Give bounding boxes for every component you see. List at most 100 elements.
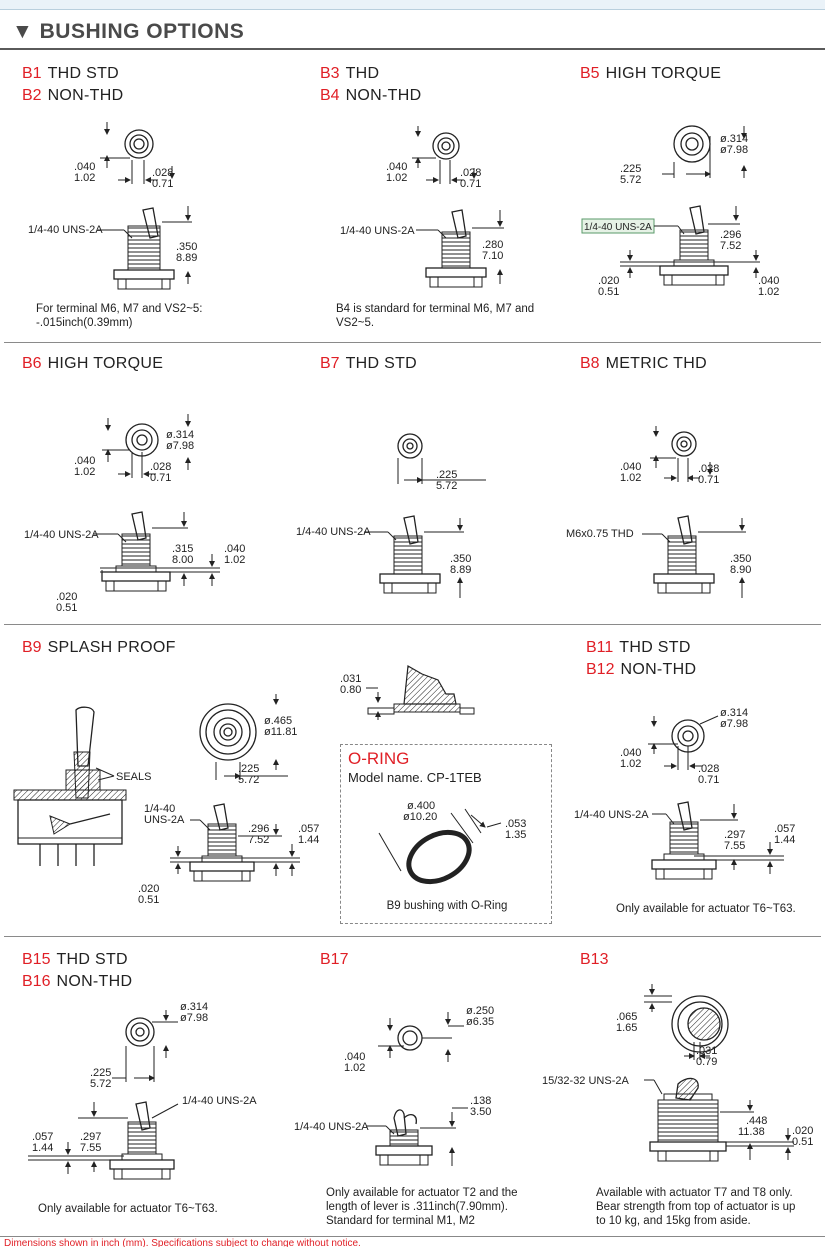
top-view-drawing: .040 1.02 .028 0.71: [74, 122, 175, 190]
option-code: B5: [580, 65, 600, 82]
dim-label: 0.71: [460, 178, 481, 190]
section-divider: [4, 624, 821, 625]
side-view-drawing: 1/4-40 UNS-2A .138 3.50: [294, 1095, 491, 1166]
dim-label: 5.72: [90, 1078, 111, 1090]
dim-label: 1.44: [32, 1142, 53, 1154]
o-ring-caption: B9 bushing with O-Ring: [386, 900, 508, 912]
dim-label: .225: [436, 469, 457, 481]
dim-label: .225: [90, 1067, 111, 1079]
dim-label: .225: [620, 163, 641, 175]
dim-label: .057: [774, 823, 795, 835]
dim-label: 0.51: [792, 1136, 813, 1148]
dim-label: .350: [450, 553, 471, 565]
top-view-drawing: ø.465 ø11.81 .225 5.72: [199, 694, 297, 786]
splash-proof-cutaway-drawing: SEALS: [13, 706, 151, 866]
dim-label: 1.02: [620, 472, 641, 484]
dim-label: .057: [32, 1131, 53, 1143]
dim-label: 0.71: [150, 472, 171, 484]
dim-label: .296: [248, 823, 269, 835]
option-name: HIGH TORQUE: [605, 65, 722, 82]
dim-label: ø10.20: [403, 811, 437, 823]
dim-label: 0.71: [152, 178, 173, 190]
top-view-drawing: ø.314 ø7.98 .040 1.02 .028 0.71: [74, 414, 194, 484]
side-view-drawing: 1/4-40 UNS-2A .350 8.89: [28, 206, 197, 290]
page-title: ▼ BUSHING OPTIONS: [12, 20, 245, 43]
dim-label: .040: [224, 543, 245, 555]
option-note: For terminal M6, M7 and VS2~5: -.015inch…: [36, 303, 203, 329]
o-ring-title: O-RING: [348, 749, 410, 768]
dim-label: 8.00: [172, 554, 193, 566]
option-name: NON-THD: [620, 661, 697, 678]
o-ring-panel: O-RING Model name. CP-1TEB ø.400 ø10.20 …: [340, 744, 552, 924]
dim-label: .138: [470, 1095, 491, 1107]
dim-label: ø7.98: [720, 718, 748, 730]
option-code: B7: [320, 355, 340, 372]
thread-label: 1/4-40 UNS-2A: [294, 1121, 369, 1133]
note-line: to 10 kg, and 15kg from aside.: [596, 1215, 751, 1227]
top-view-drawing: .065 1.65 .031 0.79: [616, 984, 729, 1068]
side-view-drawing: 1/4-40 UNS-2A .297 7.55 .057 1.44: [574, 801, 795, 880]
dim-label: ø.250: [466, 1005, 494, 1017]
dim-label: 0.71: [698, 474, 719, 486]
option-note: Only available for actuator T6~T63.: [616, 903, 796, 915]
dim-label: 11.38: [738, 1126, 765, 1138]
thread-label: 1/4-40: [144, 803, 175, 815]
dim-label: 7.52: [720, 240, 741, 252]
dim-label: 1.02: [620, 758, 641, 770]
top-strip: [0, 0, 825, 10]
dim-label: ø7.98: [166, 440, 194, 452]
dim-label: .020: [792, 1125, 813, 1137]
option-code: B17: [320, 951, 349, 968]
top-view-drawing: ø.314 ø7.98 .225 5.72: [620, 125, 748, 186]
side-view-drawing: 1/4-40 UNS-2A .350 8.89: [296, 515, 471, 598]
side-view-drawing: 1/4-40 UNS-2A .296 7.52 .057 1.44 .020 0…: [138, 803, 319, 906]
option-name: NON-THD: [345, 87, 422, 104]
section-header: ▼ BUSHING OPTIONS: [0, 10, 825, 50]
option-title: B5 HIGH TORQUE: [580, 62, 721, 85]
side-view-drawing: 1/4-40 UNS-2A .315 8.00 .040 1.02 .020 0…: [24, 511, 245, 614]
dim-label: .028: [460, 167, 481, 179]
dim-label: .040: [74, 161, 95, 173]
option-note: Only available for actuator T2 and the l…: [326, 1186, 566, 1228]
option-code: B8: [580, 355, 600, 372]
dim-label: 0.80: [340, 684, 361, 696]
dim-label: 1.65: [616, 1022, 637, 1034]
dim-label: .053: [505, 818, 526, 830]
option-name: NON-THD: [56, 973, 133, 990]
thread-label: 1/4-40 UNS-2A: [584, 222, 652, 233]
dim-label: 5.72: [238, 774, 259, 786]
thread-label: 15/32-32 UNS-2A: [542, 1075, 629, 1087]
footer: Dimensions shown in inch (mm). Specifica…: [0, 1236, 825, 1247]
dim-label: ø.314: [720, 707, 748, 719]
dim-label: .280: [482, 239, 503, 251]
dim-label: 8.89: [176, 252, 197, 264]
dim-label: 1.02: [344, 1062, 365, 1074]
dim-label: 3.50: [470, 1106, 491, 1118]
option-title: B17: [320, 948, 354, 971]
dim-label: .065: [616, 1011, 637, 1023]
dim-label: .031: [340, 673, 361, 685]
dim-label: 0.79: [696, 1056, 717, 1068]
dim-label: ø7.98: [720, 144, 748, 156]
top-view-drawing: .040 1.02 .028 0.71: [386, 126, 481, 190]
dim-label: 7.52: [248, 834, 269, 846]
option-name: SPLASH PROOF: [47, 639, 176, 656]
dim-label: .225: [238, 763, 259, 775]
o-ring-model: Model name. CP-1TEB: [348, 770, 482, 785]
dim-label: .020: [138, 883, 159, 895]
dim-label: 1.44: [298, 834, 319, 846]
dim-label: 8.89: [450, 564, 471, 576]
option-code: B3: [320, 65, 340, 82]
side-view-drawing: M6x0.75 THD .350 8.90: [566, 515, 751, 598]
dim-label: 1.02: [224, 554, 245, 566]
section-divider: [4, 936, 821, 937]
note-line: length of lever is .311inch(7.90mm).: [326, 1201, 508, 1213]
